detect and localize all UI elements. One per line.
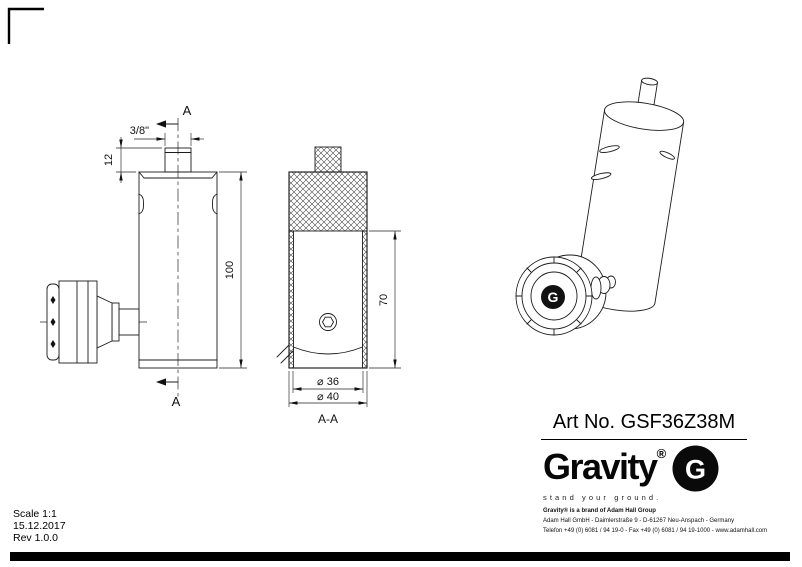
iso-slot <box>659 150 676 160</box>
dimension-body-height: 100 <box>219 171 247 369</box>
section-arrow-top <box>156 120 179 128</box>
dimension-outer-diameter: ⌀ 40 <box>288 371 368 407</box>
scale-label: Scale 1:1 <box>13 508 57 520</box>
section-label-bottom: A <box>172 394 181 409</box>
dimension-thread: 3/8" <box>130 125 204 146</box>
section-label-top: A <box>183 103 192 118</box>
front-view: A A <box>40 103 247 409</box>
revision-label: Rev 1.0.0 <box>13 532 58 544</box>
sheet-frame <box>7 7 790 561</box>
hex-socket-screw <box>319 313 337 331</box>
knob-collar <box>96 295 113 349</box>
section-solid-top <box>288 171 368 232</box>
knob-logo-letter: G <box>548 289 559 305</box>
legal-line-3: Telefon +49 (0) 6081 / 94 19-0 - Fax +49… <box>543 528 768 534</box>
slot-right <box>212 193 218 215</box>
sheet-meta: Scale 1:1 15.12.2017 Rev 1.0.0 <box>13 508 66 544</box>
iso-slot <box>599 145 620 153</box>
section-view-label: A-A <box>318 412 338 426</box>
legal-line-2: Adam Hall GmbH - Daimlerstraße 9 - D-612… <box>543 518 735 524</box>
slot-trace-mark <box>276 344 290 358</box>
svg-text:G: G <box>685 455 706 485</box>
legal-text: Gravity® is a brand of Adam Hall Group A… <box>543 506 798 536</box>
knob-washer <box>111 302 120 342</box>
cylinder-body <box>138 171 218 369</box>
brand-block: Gravity ® G stand your ground. <box>543 444 719 502</box>
dim-thread-text: 3/8" <box>130 125 149 137</box>
dim-stud-text: 12 <box>103 154 115 166</box>
iso-view: G <box>515 77 685 336</box>
iso-knob: G <box>515 254 616 336</box>
frame-corner-mark <box>7 7 44 44</box>
brand-tagline: stand your ground. <box>543 493 662 502</box>
section-wall-right <box>362 230 368 369</box>
slot-trace-mark <box>280 350 294 364</box>
section-arrow-bottom <box>156 378 179 386</box>
slot-left <box>138 193 144 215</box>
dimension-bore-depth: 70 <box>369 230 401 369</box>
art-no: Art No. GSF36Z38M <box>541 411 747 440</box>
knob-body <box>58 280 98 364</box>
iso-slot <box>590 172 612 180</box>
section-wall-left <box>288 230 294 369</box>
gravity-logo-icon: G <box>672 445 719 492</box>
date-label: 15.12.2017 <box>13 520 66 532</box>
legal-line-1: Gravity® is a brand of Adam Hall Group <box>543 508 656 514</box>
clamp-knob-side <box>40 280 150 364</box>
section-stud <box>314 146 342 173</box>
section-outline <box>288 171 368 369</box>
knob-shaft <box>118 308 140 336</box>
knob-logo-emblem <box>541 285 565 309</box>
dimension-bore-diameter: ⌀ 36 <box>292 371 364 393</box>
section-view: 70 ⌀ 36 ⌀ 40 A-A <box>276 146 401 426</box>
frame-bottom-bar <box>10 552 790 561</box>
dim-depth-text: 70 <box>378 294 390 306</box>
iso-stud-top <box>641 77 658 86</box>
brand-registered-mark: ® <box>656 446 667 461</box>
dim-outer-text: ⌀ 40 <box>317 391 339 403</box>
dim-bore-text: ⌀ 36 <box>317 376 339 388</box>
iso-body-top <box>604 101 685 131</box>
dimension-stud-height: 12 <box>103 137 162 183</box>
dim-height-text: 100 <box>224 261 236 279</box>
bore-bottom-arc <box>293 346 363 355</box>
brand-name: Gravity <box>543 446 658 487</box>
